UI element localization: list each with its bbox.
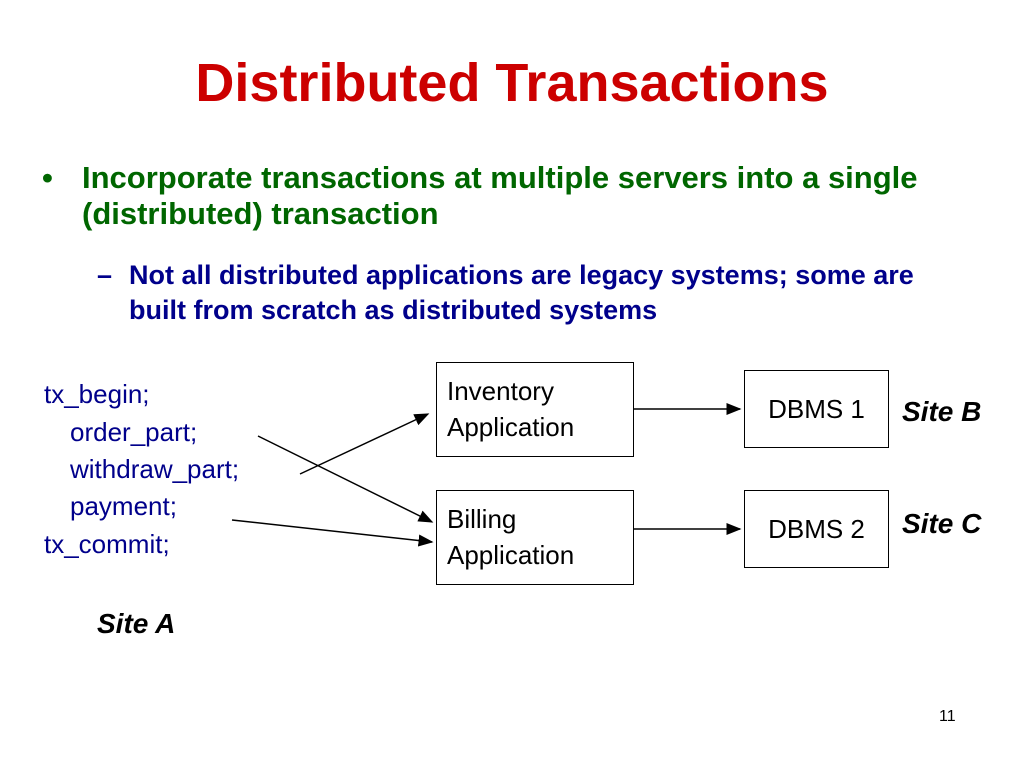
arrow-order-part-to-billing <box>257 435 434 523</box>
billing-box-line2: Application <box>447 540 575 570</box>
site-a-label: Site A <box>97 608 176 639</box>
code-line-order-part: order_part; <box>70 417 198 447</box>
sub-bullet-marker: – <box>97 260 113 290</box>
page-number: 11 <box>939 708 956 725</box>
arrow-payment-to-billing <box>231 519 434 547</box>
bullet-point: • Incorporate transactions at multiple s… <box>42 160 982 232</box>
code-line-tx-commit: tx_commit; <box>44 529 170 559</box>
slide-title: Distributed Transactions <box>195 53 829 113</box>
billing-application-box: Billing Application <box>436 490 634 585</box>
bullet-text: Incorporate transactions at multiple ser… <box>82 160 918 231</box>
code-line-withdraw-part: withdraw_part; <box>70 454 240 484</box>
inventory-box-line2: Application <box>447 412 575 442</box>
inventory-box-line1: Inventory <box>447 376 554 406</box>
site-b-label: Site B <box>902 396 982 427</box>
sub-bullet-point: – Not all distributed applications are l… <box>97 258 977 328</box>
arrow-withdraw-part-to-inventory <box>299 413 430 475</box>
dbms1-box: DBMS 1 <box>744 370 889 448</box>
bullet-marker: • <box>42 160 53 195</box>
billing-box-line1: Billing <box>447 504 517 534</box>
code-line-tx-begin: tx_begin; <box>44 379 150 409</box>
dbms2-box: DBMS 2 <box>744 490 889 568</box>
sub-bullet-text: Not all distributed applications are leg… <box>129 260 914 325</box>
site-c-label: Site C <box>902 508 982 539</box>
inventory-application-box: Inventory Application <box>436 362 634 457</box>
code-line-payment: payment; <box>70 491 177 521</box>
